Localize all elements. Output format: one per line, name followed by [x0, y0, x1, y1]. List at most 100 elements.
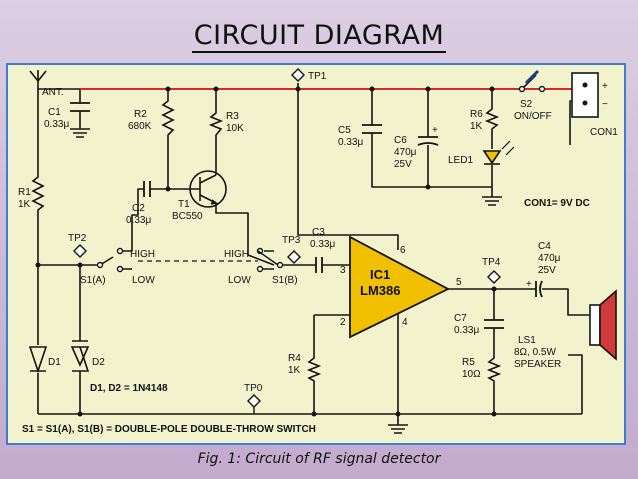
c3-name: C3	[312, 227, 325, 238]
circuit-diagram: ANT. C1 0.33μ R2 680K R3 10K TP1 C5 0.33…	[18, 68, 618, 435]
transistor-t1	[189, 170, 227, 208]
tp0-marker	[247, 394, 261, 408]
con1-pin-minus	[582, 100, 588, 106]
high-left: HIGH	[130, 249, 155, 260]
s2-value: ON/OFF	[514, 111, 552, 122]
ground-right	[482, 196, 502, 206]
tp1-marker	[291, 68, 305, 82]
ic-input-pins	[342, 264, 350, 316]
wire-high-to-c2	[128, 188, 144, 252]
r5-value: 10Ω	[462, 369, 481, 380]
tp0-label: TP0	[244, 383, 263, 394]
low-left: LOW	[132, 275, 155, 286]
high-right: HIGH	[224, 249, 249, 260]
s1a-label: S1(A)	[80, 275, 106, 286]
tp4-marker	[487, 270, 501, 284]
slide-title: CIRCUIT DIAGRAM	[0, 20, 638, 53]
c7-symbol	[484, 319, 504, 329]
r2-name: R2	[134, 109, 147, 120]
diode-note: D1, D2 = 1N4148	[90, 383, 168, 394]
c2-name: C2	[132, 203, 145, 214]
con1-block	[571, 72, 599, 118]
t1-value: BC550	[172, 211, 203, 222]
d1-symbol	[28, 346, 48, 374]
slide-title-text: CIRCUIT DIAGRAM	[191, 20, 447, 53]
c1-value: 0.33μ	[44, 119, 69, 130]
wire-c2-base	[150, 143, 194, 190]
wire-antenna-c1	[37, 81, 81, 103]
c7-value: 0.33μ	[454, 325, 479, 336]
r3-symbol	[208, 109, 224, 139]
test-points	[73, 68, 501, 408]
ic1-name: IC1	[370, 267, 390, 282]
pin3-label: 3	[340, 265, 346, 276]
c5-value: 0.33μ	[338, 137, 363, 148]
c6-value1: 470μ	[394, 147, 417, 158]
pin2-label: 2	[340, 317, 346, 328]
ground-bottom	[388, 414, 408, 434]
c5-name: C5	[338, 125, 351, 136]
ls1-name: LS1	[518, 335, 536, 346]
wire-c5-c6	[371, 89, 429, 188]
ic1-value: LM386	[360, 283, 400, 298]
wire-pin6-tp1	[297, 89, 399, 250]
r6-name: R6	[470, 109, 483, 120]
wire-c4-speaker	[542, 288, 590, 316]
figure-caption: Fig. 1: Circuit of RF signal detector	[197, 451, 441, 467]
tp3-label: TP3	[282, 235, 301, 246]
c1-name: C1	[48, 107, 61, 118]
wire-ground-link	[428, 186, 493, 197]
d1-label: D1	[48, 357, 61, 368]
c4-value1: 470μ	[538, 253, 561, 264]
d2-symbol	[70, 346, 90, 367]
r3-name: R3	[226, 111, 239, 122]
tp1-label: TP1	[308, 71, 327, 82]
switches	[96, 85, 546, 273]
r1-name: R1	[18, 187, 31, 198]
labels: ANT. C1 0.33μ R2 680K R3 10K TP1 C5 0.33…	[18, 71, 618, 435]
c2-value: 0.33μ	[126, 215, 151, 226]
con1-plus: +	[602, 81, 608, 92]
tp2-marker	[73, 244, 87, 258]
r5-name: R5	[462, 357, 475, 368]
c2-symbol	[143, 181, 151, 197]
ls1-value2: SPEAKER	[514, 359, 561, 370]
led1-label: LED1	[448, 155, 473, 166]
c4-symbol	[535, 280, 543, 298]
r2-value: 680K	[128, 121, 152, 132]
pin4-label: 4	[402, 317, 408, 328]
d2-label: D2	[92, 357, 105, 368]
low-right: LOW	[228, 275, 251, 286]
c7-name: C7	[454, 313, 467, 324]
s1b-label: S1(B)	[272, 275, 298, 286]
r2-symbol	[161, 95, 175, 143]
c6-symbol	[417, 136, 439, 146]
con1-minus: −	[602, 99, 608, 110]
wire-emitter-high	[215, 203, 275, 266]
con1-pin-plus	[582, 82, 588, 88]
con1-note: CON1= 9V DC	[524, 198, 590, 209]
ant-label: ANT.	[42, 87, 64, 98]
t1-name: T1	[178, 199, 190, 210]
led1-symbol	[482, 140, 515, 165]
ic1-body	[349, 235, 450, 339]
pin6-label: 6	[400, 245, 406, 256]
c6-value2: 25V	[394, 159, 412, 170]
r4-name: R4	[288, 353, 301, 364]
r1-value: 1K	[18, 199, 31, 210]
diodes	[28, 340, 90, 374]
tp4-label: TP4	[482, 257, 501, 268]
wires	[29, 70, 598, 434]
capacitors	[70, 102, 543, 329]
s2-name: S2	[520, 99, 533, 110]
switch-note: S1 = S1(A), S1(B) = DOUBLE-POLE DOUBLE-T…	[22, 424, 316, 435]
s2-lever	[524, 69, 540, 85]
r3-value: 10K	[226, 123, 244, 134]
tp2-label: TP2	[68, 233, 87, 244]
circuit-board: ANT. C1 0.33μ R2 680K R3 10K TP1 C5 0.33…	[6, 63, 626, 445]
r5-symbol	[486, 355, 502, 383]
junction-dots	[35, 86, 497, 417]
c1-symbol	[70, 102, 90, 112]
c6-name: C6	[394, 135, 407, 146]
ground-c1	[70, 111, 90, 138]
